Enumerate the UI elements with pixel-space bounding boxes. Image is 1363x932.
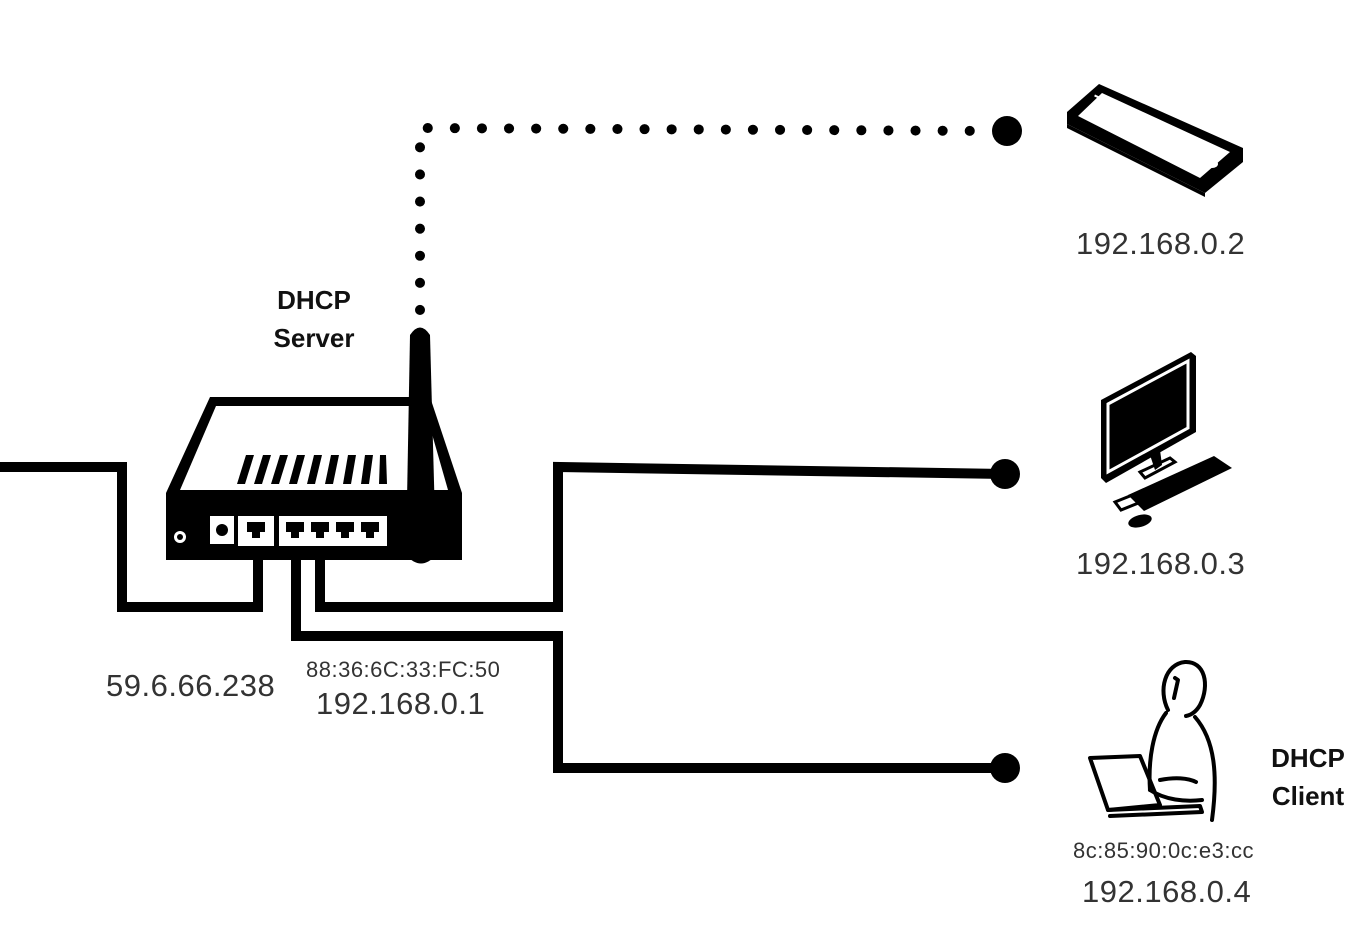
person-laptop-icon <box>1088 659 1217 822</box>
laptop-mac-label: 8c:85:90:0c:e3:cc <box>1073 838 1254 863</box>
desktop-cable <box>315 461 1006 612</box>
desktop-computer-icon <box>1101 352 1232 528</box>
dhcp-client-label-line1: DHCP <box>1271 743 1345 773</box>
wireless-link-end <box>992 116 1022 146</box>
dhcp-client-label: DHCP Client <box>1258 739 1358 815</box>
wan-cable <box>0 462 263 612</box>
desktop-cable-end <box>990 459 1020 489</box>
laptop-cable-end <box>990 753 1020 783</box>
dhcp-server-label-line2: Server <box>273 323 355 353</box>
dhcp-client-label-line2: Client <box>1271 781 1345 811</box>
router-icon <box>166 327 462 564</box>
router-lan-ip-label: 192.168.0.1 <box>316 686 486 721</box>
router-mac-label: 88:36:6C:33:FC:50 <box>306 657 501 682</box>
desktop-ip-label: 192.168.0.3 <box>1076 546 1246 581</box>
wan-ip-label: 59.6.66.238 <box>106 668 276 703</box>
dhcp-server-label: DHCP Server <box>262 281 366 357</box>
phone-ip-label: 192.168.0.2 <box>1076 226 1246 261</box>
laptop-ip-label: 192.168.0.4 <box>1082 874 1252 909</box>
wireless-link <box>415 122 1000 315</box>
laptop-cable <box>291 540 1005 773</box>
smartphone-icon <box>1067 84 1243 197</box>
dhcp-server-label-line1: DHCP <box>277 285 351 315</box>
